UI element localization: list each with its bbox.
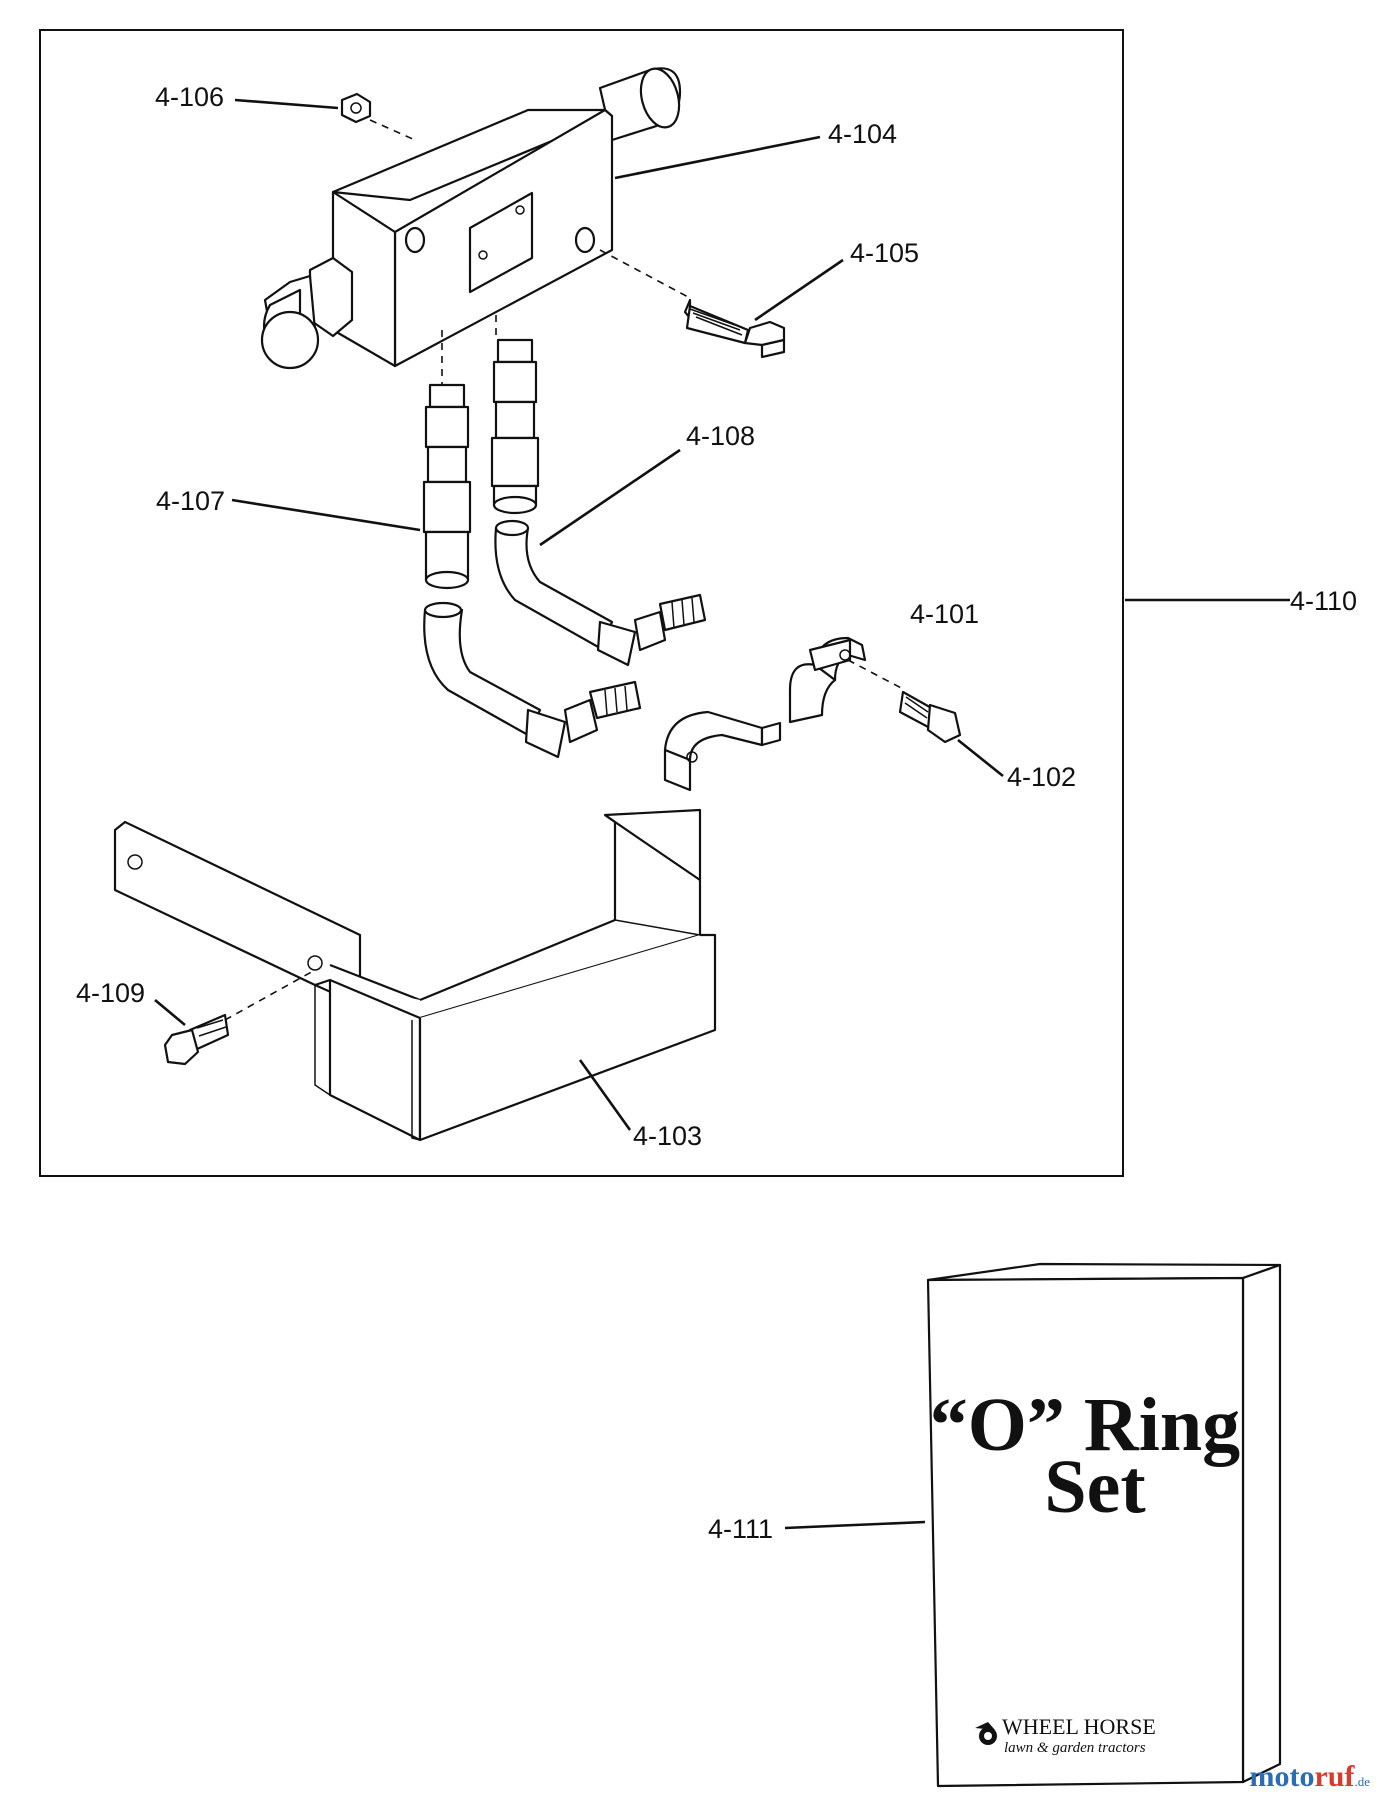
watermark: motoruf.de (1249, 1760, 1370, 1794)
box-title-line1: “O” Ring (930, 1383, 1240, 1467)
label-4-110: 4-110 (1290, 586, 1357, 616)
o-ring-set-box (926, 1262, 1282, 1788)
label-4-105: 4-105 (850, 238, 919, 268)
watermark-part2: ruf (1314, 1760, 1355, 1793)
kit-frame (39, 29, 1124, 1177)
label-4-104: 4-104 (828, 119, 897, 149)
bracket-bolt (163, 1013, 230, 1066)
box-brand: WHEEL HORSE (1002, 1714, 1156, 1739)
watermark-part3: .de (1354, 1774, 1370, 1789)
hex-bolt (683, 298, 786, 359)
box-title-line2: Set (1044, 1445, 1145, 1529)
label-4-111: 4-111 (708, 1514, 773, 1544)
wheel-horse-logo-icon (975, 1722, 997, 1745)
label-4-103: 4-103 (633, 1121, 702, 1151)
label-4-107: 4-107 (156, 486, 225, 516)
pipe-clamps (663, 636, 867, 792)
box-tagline: lawn & garden tractors (1004, 1740, 1146, 1756)
valve-block (260, 67, 682, 370)
clamp-bolt (898, 690, 962, 744)
watermark-part1: moto (1249, 1760, 1315, 1793)
label-4-102: 4-102 (1007, 762, 1076, 792)
hex-nut (340, 92, 372, 124)
label-4-106: 4-106 (155, 82, 224, 112)
mounting-bracket (113, 808, 717, 1142)
label-4-108: 4-108 (686, 421, 755, 451)
label-4-109: 4-109 (76, 978, 145, 1008)
label-4-101: 4-101 (910, 599, 979, 629)
leader-lines (154, 98, 1290, 1530)
hydraulic-hoses (422, 315, 707, 759)
